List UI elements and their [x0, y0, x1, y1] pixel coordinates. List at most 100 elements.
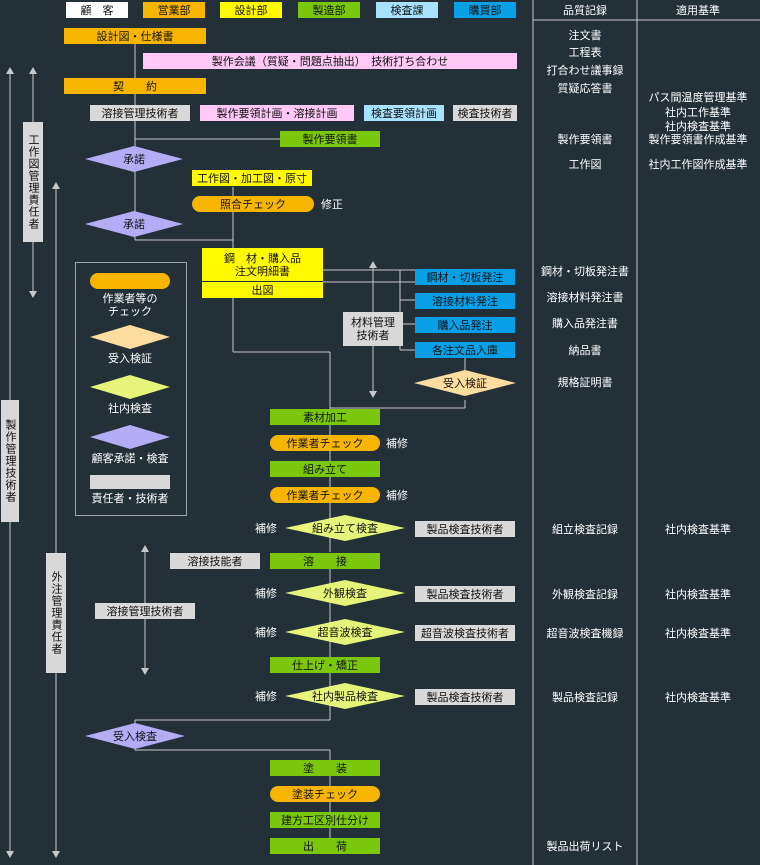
painting-box: 塗 装	[270, 760, 380, 776]
approval-diamond-1: 承諾	[85, 146, 183, 172]
design-spec-box: 設計図・仕様書	[64, 28, 206, 44]
internal-product-inspection-label: 社内製品検査	[312, 690, 378, 703]
shipping-box: 出 荷	[270, 838, 380, 854]
repair-label-1: 補修	[386, 437, 408, 450]
internal-product-inspection-diamond: 社内製品検査	[285, 683, 405, 709]
visual-inspection-label: 外観検査	[323, 587, 367, 600]
legend-receiving-diamond	[90, 325, 170, 349]
record-purchase-order-form: 購入品発注書	[552, 317, 618, 330]
record-steel-order-form: 鋼材・切板発注書	[541, 265, 629, 278]
shop-drawing-box: 工作図・加工図・原寸	[192, 170, 312, 186]
material-manager-box: 材料管理 技術者	[343, 312, 403, 346]
repair-label-2: 補修	[386, 489, 408, 502]
repair-label-6: 補修	[255, 690, 277, 703]
weld-material-order-box: 溶接材料発注	[415, 293, 515, 309]
paint-check-pill: 塗装チェック	[270, 786, 380, 802]
material-manager-line-1: 材料管理	[351, 316, 395, 329]
record-assembly: 組立検査記録	[552, 523, 618, 536]
order-receipt-box: 各注文品入庫	[415, 342, 515, 358]
standard-internal-work: 社内工作基準	[665, 106, 731, 119]
record-schedule: 工程表	[568, 46, 602, 59]
record-shipping-list: 製品出荷リスト	[546, 840, 624, 853]
legend-worker-check-pill	[90, 273, 170, 289]
dept-inspection: 検査課	[376, 2, 438, 18]
dept-sales: 営業部	[143, 2, 205, 18]
sorting-box: 建方工区別仕分け	[270, 812, 380, 828]
legend-internal-diamond	[90, 375, 170, 399]
material-manager-line-2: 技術者	[356, 329, 390, 342]
welder-box: 溶接技能者	[170, 553, 260, 569]
ultrasonic-inspection-label: 超音波検査	[317, 626, 373, 639]
standard-ultrasonic: 社内検査基準	[665, 627, 731, 640]
record-order-form: 注文書	[568, 29, 602, 42]
legend-responsible-label: 責任者・技術者	[91, 492, 169, 505]
contract-box: 契 約	[64, 78, 206, 94]
acceptance-inspection-label: 受入検査	[113, 730, 157, 743]
assembly-inspection-label: 組み立て検査	[312, 522, 378, 535]
standard-assembly: 社内検査基準	[665, 523, 731, 536]
legend-responsible-box	[90, 475, 170, 489]
record-delivery-note: 納品書	[568, 344, 602, 357]
record-product: 製品検査記録	[552, 691, 618, 704]
visual-inspection-diamond: 外観検査	[285, 580, 405, 606]
product-inspector-box-3: 製品検査技術者	[415, 689, 515, 705]
legend-internal-label: 社内検査	[108, 402, 152, 415]
welding-manager-box: 溶接管理技術者	[90, 105, 190, 121]
release-drawing-box: 出図	[202, 282, 323, 298]
dept-manufacturing: 製造部	[298, 2, 360, 18]
record-ultrasonic: 超音波検査機録	[546, 627, 624, 640]
record-qa-answers: 質疑応答書	[557, 82, 613, 95]
approval-diamond-2: 承諾	[85, 211, 183, 237]
standard-internal-inspection: 社内検査基準	[665, 120, 731, 133]
ultrasonic-inspection-diamond: 超音波検査	[285, 619, 405, 645]
inspection-plan-box: 検査要領計画	[364, 105, 444, 121]
dept-design: 設計部	[220, 2, 282, 18]
match-check-pill: 照合チェック	[192, 196, 314, 212]
record-meeting-minutes: 打合わせ議事録	[546, 64, 624, 77]
meeting-box: 製作会議（質疑・問題点抽出） 技術打ち合わせ	[143, 53, 517, 69]
assembly-inspection-diamond: 組み立て検査	[285, 515, 405, 541]
standard-pass-temp: パス間温度管理基準	[648, 91, 748, 104]
repair-label-5: 補修	[255, 626, 277, 639]
plan-box: 製作要領計画・溶接計画	[200, 105, 354, 121]
ultrasonic-inspector-box: 超音波検査技術者	[415, 625, 515, 641]
welding-manager-box-2: 溶接管理技術者	[95, 603, 195, 619]
receiving-diamond: 受入検証	[414, 370, 516, 396]
inspection-engineer-box: 検査技術者	[453, 105, 517, 121]
approval-label-1: 承諾	[123, 153, 145, 166]
materials-order-box: 鋼 材・購入品 注文明細書	[202, 248, 323, 281]
purchase-order-box: 購入品発注	[415, 317, 515, 333]
column-standards: 適用基準	[676, 4, 720, 17]
production-manager-label: 製作管理技術者	[1, 400, 19, 522]
column-quality-records: 品質記録	[563, 4, 607, 17]
assembly-box: 組み立て	[270, 461, 380, 477]
standard-product: 社内検査基準	[665, 691, 731, 704]
repair-label-3: 補修	[255, 522, 277, 535]
repair-label-4: 補修	[255, 587, 277, 600]
drawing-manager-label: 工作図管理責任者	[23, 122, 43, 242]
worker-check-pill-2: 作業者チェック	[270, 487, 380, 503]
record-shop-drawing: 工作図	[568, 158, 602, 171]
outsourcing-manager-label: 外注管理責任者	[46, 553, 66, 673]
correction-label: 修正	[321, 198, 343, 211]
finishing-box: 仕上げ・矯正	[270, 657, 380, 673]
materials-line-1: 鋼 材・購入品	[224, 251, 301, 265]
legend-receiving-label: 受入検証	[108, 352, 152, 365]
raw-processing-box: 素材加工	[270, 409, 380, 425]
legend-customer-label: 顧客承諾・検査	[91, 452, 169, 465]
record-visual: 外観検査記録	[552, 588, 618, 601]
legend-worker-check-label: 作業者等の チェック	[102, 292, 158, 318]
record-weld-order-form: 溶接材料発注書	[546, 291, 624, 304]
product-inspector-box-1: 製品検査技術者	[415, 521, 515, 537]
legend	[75, 262, 187, 516]
materials-line-2: 注文明細書	[235, 264, 290, 278]
standard-shop-drawing-creation: 社内工作図作成基準	[648, 158, 748, 171]
record-production-manual: 製作要領書	[557, 133, 613, 146]
record-spec-certificate: 規格証明書	[557, 376, 613, 389]
legend-customer-diamond	[90, 425, 170, 449]
dept-customer: 顧 客	[66, 2, 128, 18]
standard-manual-creation: 製作要領書作成基準	[648, 133, 748, 146]
dept-purchasing: 購買部	[454, 2, 516, 18]
receiving-label: 受入検証	[443, 377, 487, 390]
production-manual-box: 製作要領書	[280, 131, 380, 147]
